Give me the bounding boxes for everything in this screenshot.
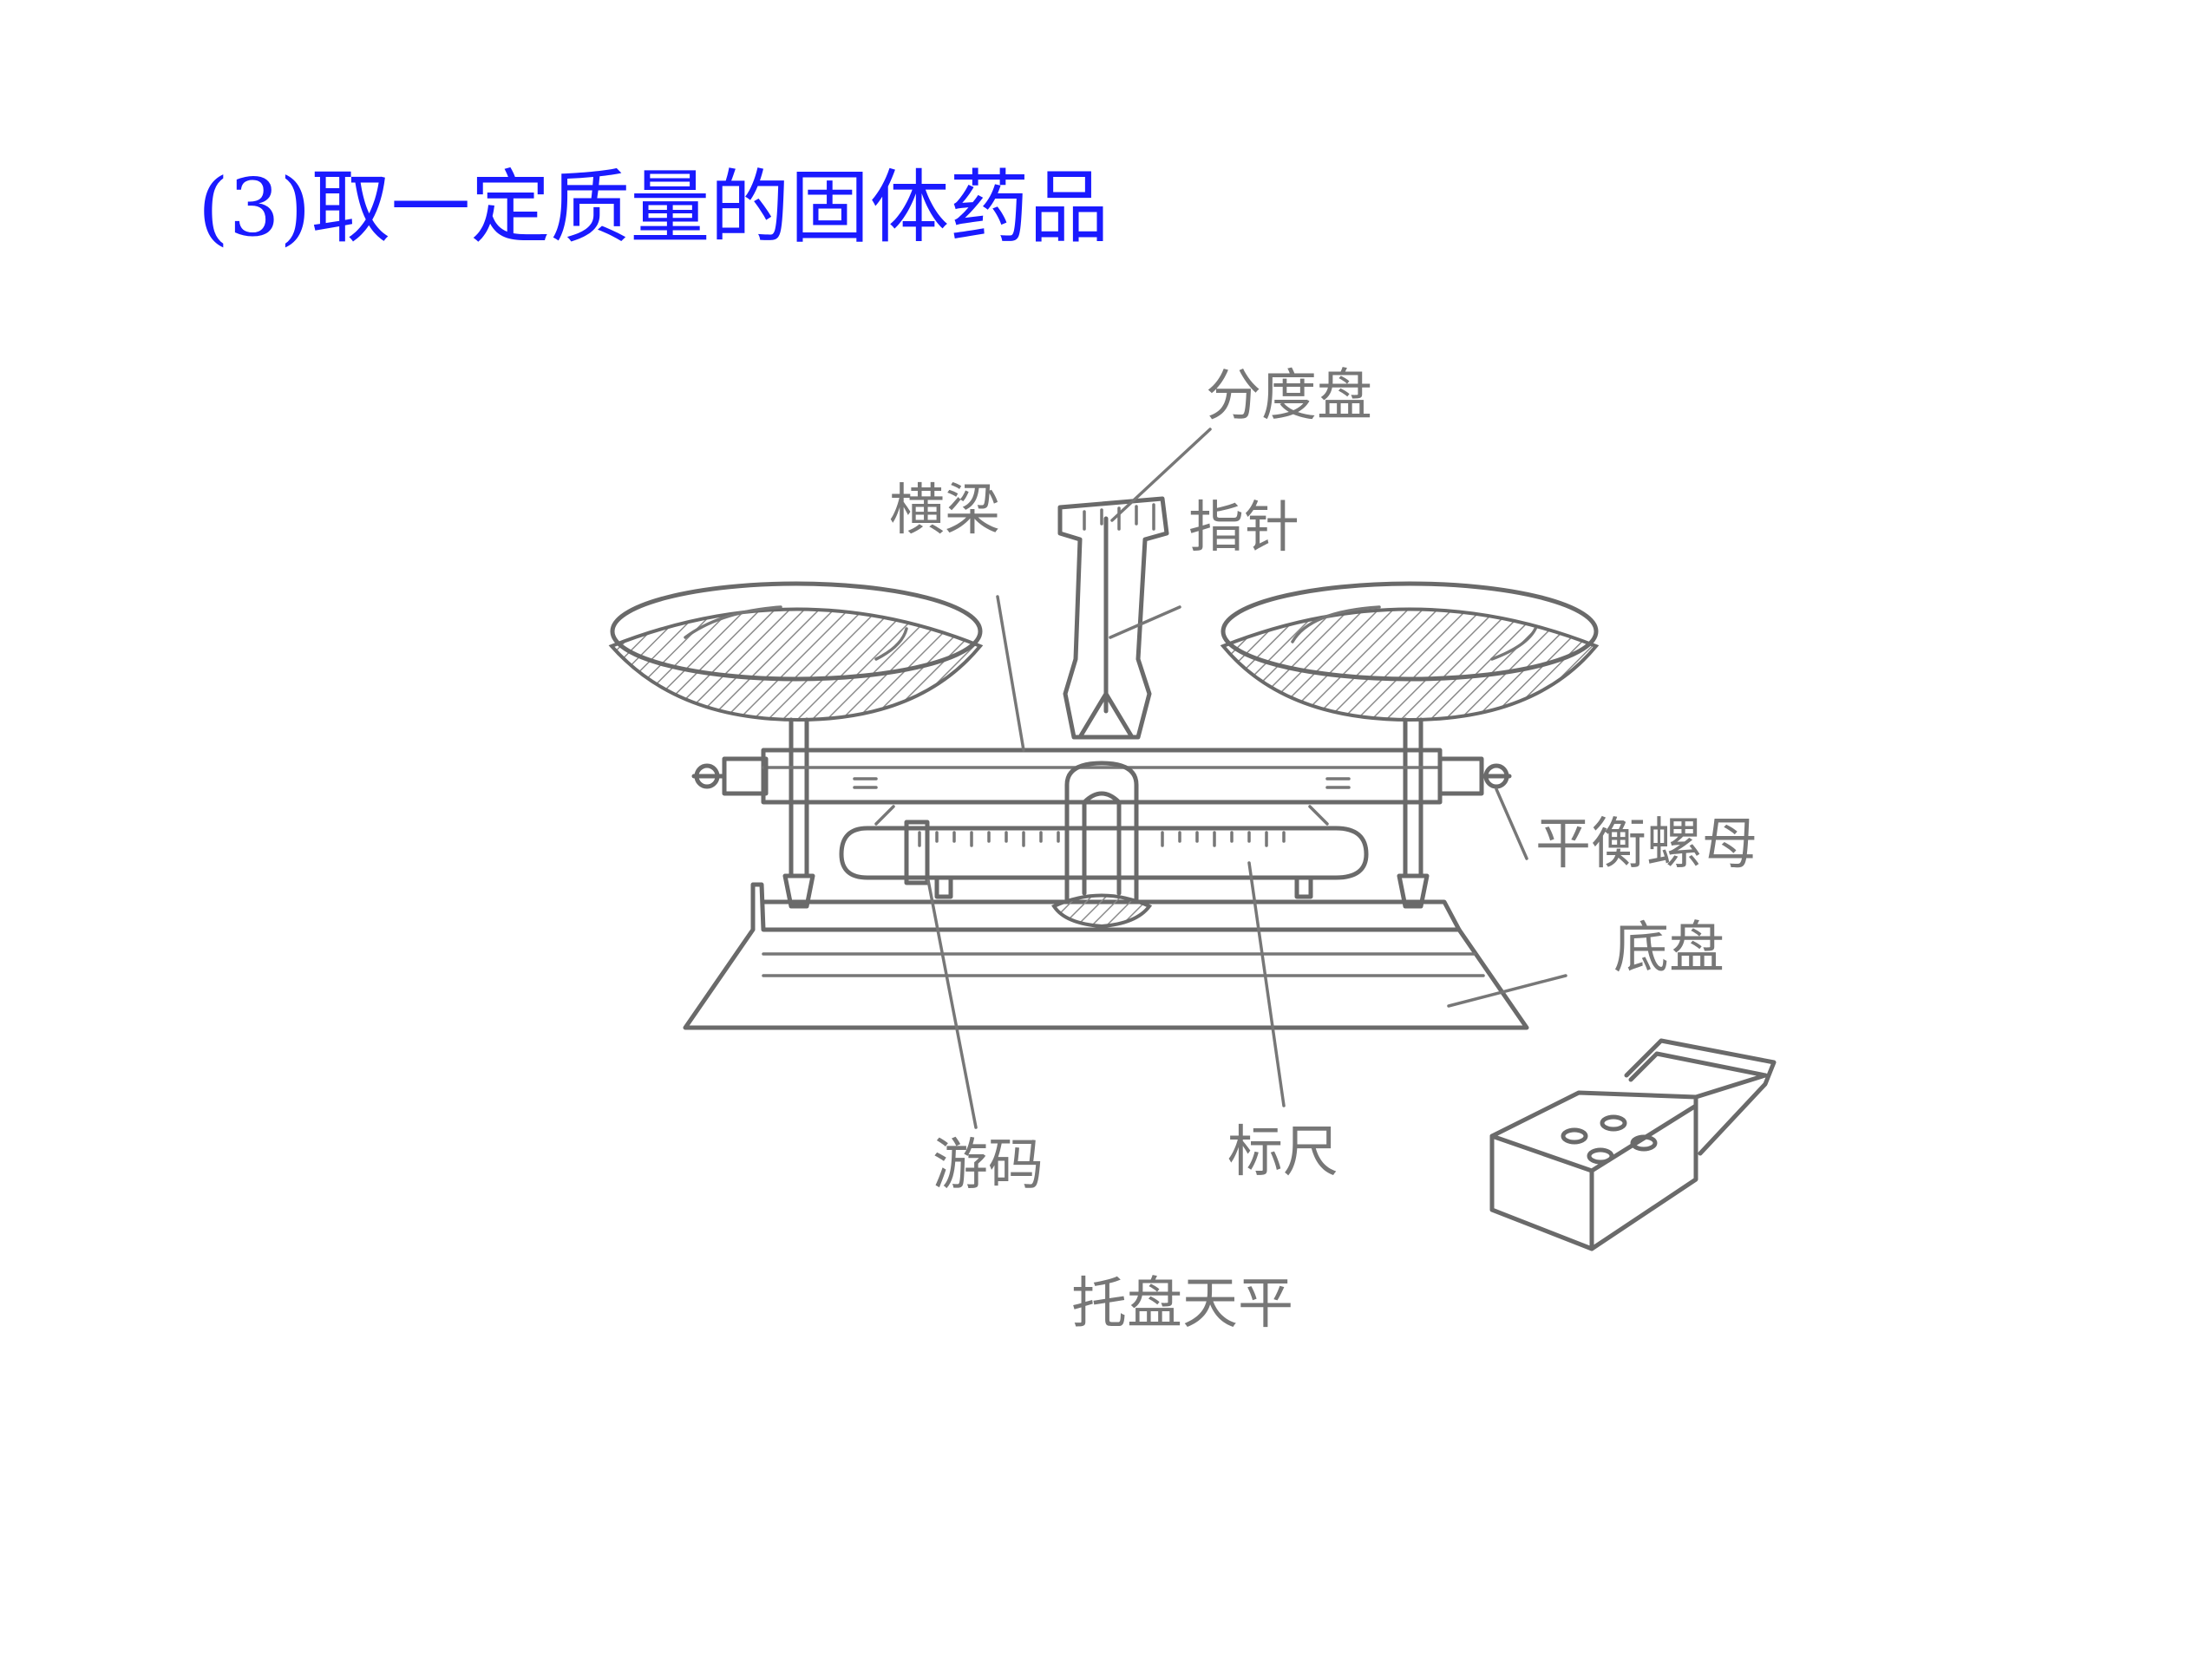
label-base: 底盘 <box>1613 917 1724 981</box>
label-rider: 游码 <box>933 1133 1044 1198</box>
scale-rule <box>839 805 1369 899</box>
label-beam: 横梁 <box>889 479 1000 543</box>
pointer-column <box>1051 496 1169 929</box>
left-pan <box>608 581 984 909</box>
label-pointer: 指针 <box>1188 496 1299 560</box>
right-pan <box>1220 581 1600 909</box>
label-scale: 标尺 <box>1227 1120 1338 1185</box>
rider <box>904 820 930 885</box>
base-plate <box>683 882 1529 1030</box>
slide-title: (3)取一定质量的固体药品 <box>198 161 1109 254</box>
label-caption: 托盘天平 <box>1071 1272 1293 1336</box>
label-dial: 分度盘 <box>1206 364 1372 428</box>
beam <box>691 748 1512 805</box>
label-balance-nut: 平衡螺母 <box>1535 813 1757 877</box>
weight-box <box>1489 1038 1777 1251</box>
scale-ticks <box>918 831 1286 847</box>
leader-lines <box>926 428 1567 1129</box>
